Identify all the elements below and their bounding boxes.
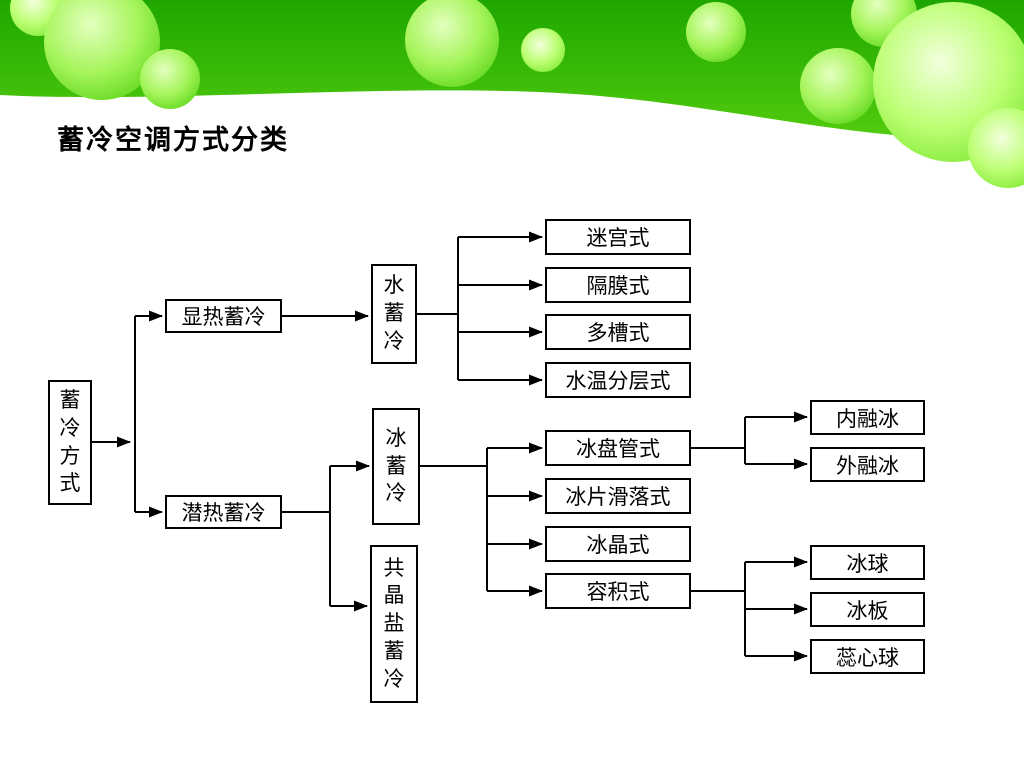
- node-internal-melt: 内融冰: [810, 400, 925, 435]
- node-ice-type-harvester-label: 冰片滑落式: [565, 485, 671, 509]
- node-water-storage: 水蓄冷: [371, 264, 417, 364]
- node-water-type-diaphragm-label: 隔膜式: [586, 274, 650, 298]
- node-sensible-heat-label: 显热蓄冷: [181, 305, 266, 329]
- node-ice-ball: 冰球: [810, 545, 925, 580]
- node-latent-heat: 潜热蓄冷: [165, 495, 282, 529]
- node-ice-storage-label: 冰蓄冷: [385, 425, 407, 506]
- node-external-melt-label: 外融冰: [836, 453, 899, 478]
- node-ice-type-volumetric: 容积式: [545, 573, 691, 609]
- node-eutectic-salt-storage-label: 共晶盐蓄冷: [383, 555, 405, 691]
- node-ice-plate: 冰板: [810, 592, 925, 627]
- node-ice-ball-label: 冰球: [846, 551, 889, 576]
- node-eutectic-salt-storage: 共晶盐蓄冷: [370, 545, 418, 703]
- node-ice-type-crystal: 冰晶式: [545, 526, 691, 562]
- node-water-type-multitank: 多槽式: [545, 314, 691, 350]
- node-root: 蓄冷方式: [48, 380, 92, 505]
- node-root-label: 蓄冷方式: [59, 388, 81, 496]
- node-ice-type-harvester: 冰片滑落式: [545, 478, 691, 514]
- node-ice-type-crystal-label: 冰晶式: [586, 533, 650, 557]
- node-sensible-heat: 显热蓄冷: [165, 299, 282, 333]
- node-external-melt: 外融冰: [810, 447, 925, 482]
- node-core-ball-label: 蕊心球: [836, 645, 899, 670]
- node-water-type-diaphragm: 隔膜式: [545, 267, 691, 303]
- node-internal-melt-label: 内融冰: [836, 406, 899, 431]
- node-ice-storage: 冰蓄冷: [372, 408, 420, 525]
- node-ice-type-coil: 冰盘管式: [545, 430, 691, 466]
- node-ice-type-coil-label: 冰盘管式: [576, 437, 660, 461]
- node-core-ball: 蕊心球: [810, 639, 925, 674]
- node-water-type-maze: 迷宫式: [545, 219, 691, 255]
- node-latent-heat-label: 潜热蓄冷: [181, 501, 266, 525]
- node-water-type-multitank-label: 多槽式: [586, 321, 650, 345]
- node-ice-type-volumetric-label: 容积式: [586, 580, 650, 604]
- node-water-type-maze-label: 迷宫式: [586, 226, 650, 250]
- node-water-type-stratified-label: 水温分层式: [565, 369, 671, 393]
- node-water-storage-label: 水蓄冷: [383, 273, 405, 353]
- node-ice-plate-label: 冰板: [846, 598, 889, 623]
- node-water-type-stratified: 水温分层式: [545, 362, 691, 398]
- page-title: 蓄冷空调方式分类: [57, 125, 289, 156]
